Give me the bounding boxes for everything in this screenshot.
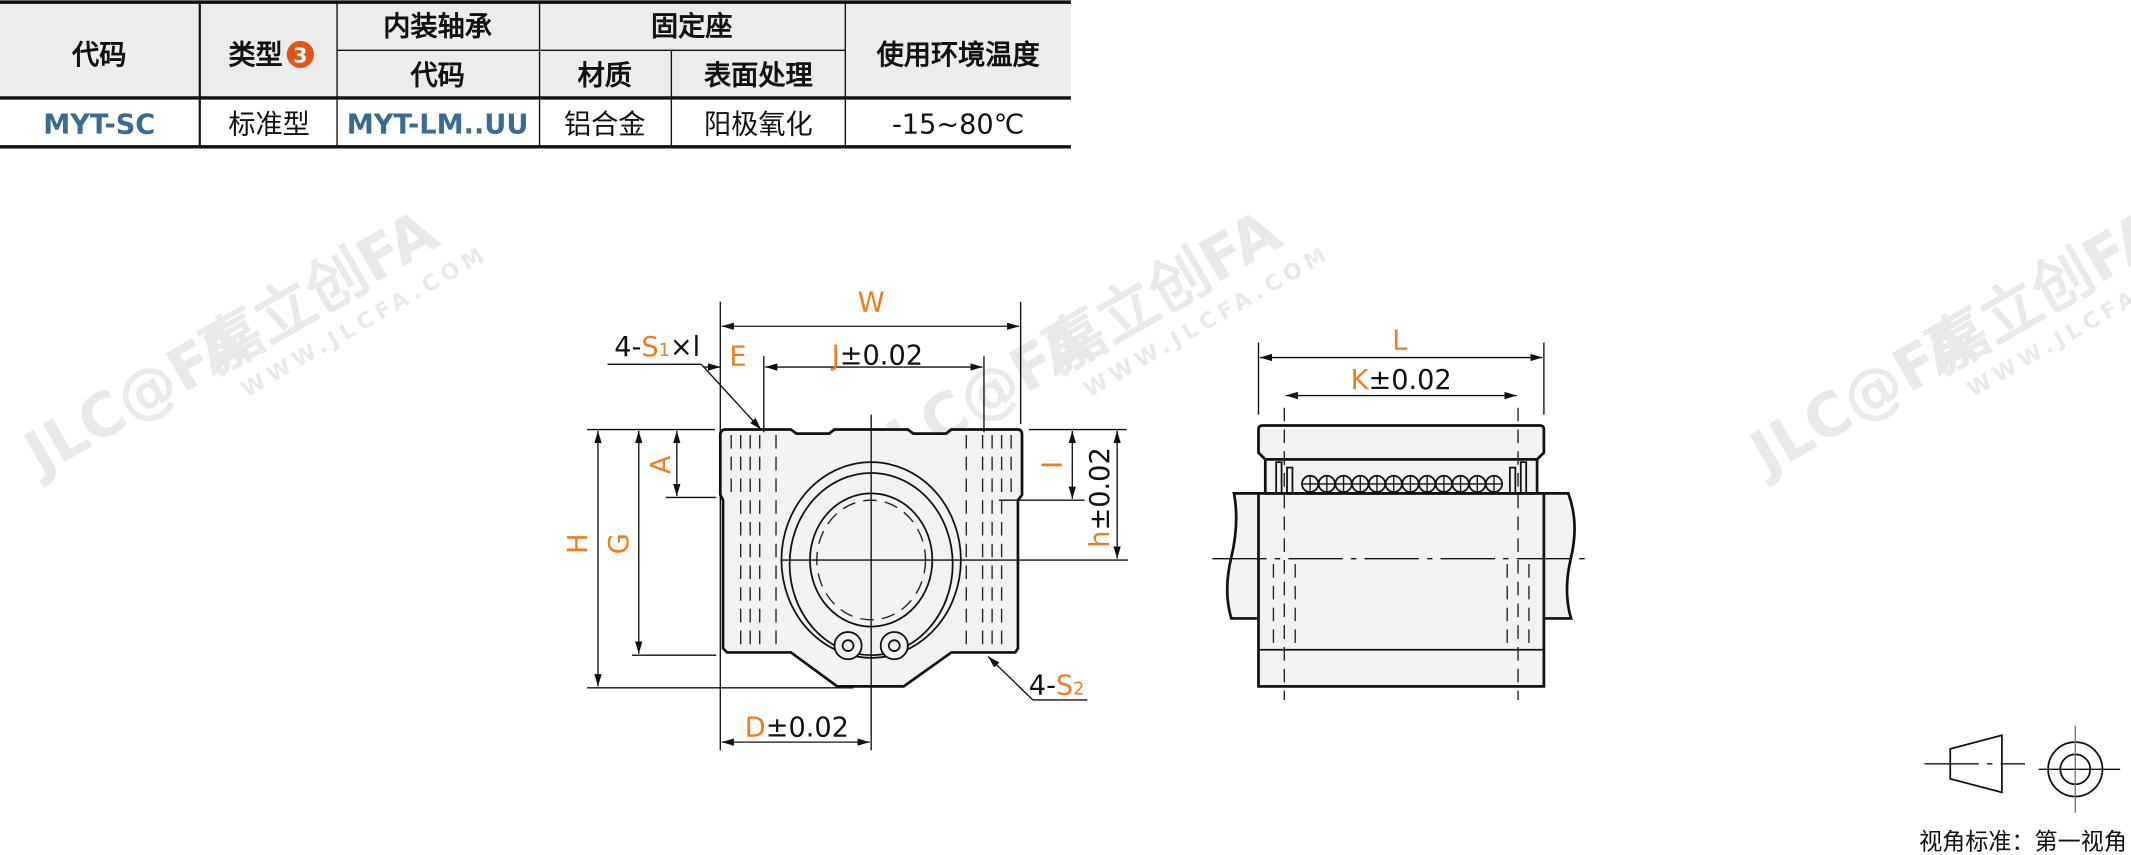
ball-cross bbox=[1385, 475, 1402, 493]
side-view: L K±0.02 bbox=[1212, 325, 1592, 700]
ball-cross bbox=[1469, 475, 1486, 493]
header-code: 代码 bbox=[71, 40, 126, 71]
ball-cross bbox=[1335, 475, 1352, 493]
header-bearing: 内装轴承 bbox=[383, 11, 492, 42]
header-type: 类型 bbox=[228, 40, 282, 71]
label-h: h±0.02 bbox=[1085, 447, 1116, 548]
header-material: 材质 bbox=[578, 60, 632, 91]
type-badge bbox=[286, 40, 314, 69]
ball-cross bbox=[1301, 475, 1319, 493]
retaining-holes bbox=[833, 631, 909, 661]
ball-cross bbox=[1435, 475, 1453, 493]
block-body bbox=[1257, 492, 1546, 688]
label-S2: 4-S2 bbox=[1029, 671, 1085, 702]
header-surface: 表面处理 bbox=[704, 60, 813, 91]
header-seat: 固定座 bbox=[651, 10, 733, 42]
cell-bearing-code: MYT-LM..UU bbox=[347, 109, 529, 140]
spec-table: 代码 类型 3 内装轴承 代码 固定座 材质 表面处理 使用环境温度 MYT-S… bbox=[0, 0, 1071, 149]
ball-cross bbox=[1318, 475, 1336, 493]
cell-surface: 阳极氧化 bbox=[704, 109, 813, 140]
front-view: W E J±0.02 4-S1×l H G A I h±0.02 D±0.02 … bbox=[563, 287, 1129, 751]
watermark: JLC@FA 嘉立创FA WWW.JLCFA.COM JLC@FA 嘉立创FA … bbox=[10, 197, 2131, 490]
ball-cross bbox=[1418, 475, 1436, 493]
header-temp: 使用环境温度 bbox=[876, 39, 1041, 71]
label-H: H bbox=[563, 533, 594, 553]
header-bearing-code: 代码 bbox=[409, 60, 464, 91]
type-badge-number: 3 bbox=[293, 44, 307, 68]
ball-cross bbox=[1402, 475, 1419, 493]
label-E: E bbox=[729, 342, 746, 373]
cone-icon bbox=[1949, 734, 2003, 794]
table-row: MYT-SC 标准型 MYT-LM..UU 铝合金 阳极氧化 -15~80℃ bbox=[43, 109, 1024, 140]
ball-cross bbox=[1368, 475, 1386, 493]
ball-cross bbox=[1485, 475, 1503, 493]
ball-cross bbox=[1352, 475, 1369, 493]
cell-code: MYT-SC bbox=[43, 109, 155, 140]
label-L: L bbox=[1392, 325, 1407, 356]
label-A: A bbox=[646, 455, 677, 474]
cell-material: 铝合金 bbox=[564, 109, 646, 140]
cell-type: 标准型 bbox=[228, 109, 310, 140]
leader-S2 bbox=[987, 656, 1034, 701]
block-top-cap bbox=[1257, 424, 1546, 461]
label-I: I bbox=[1037, 461, 1068, 469]
hidden-lines bbox=[730, 434, 1012, 652]
cell-temp: -15~80℃ bbox=[892, 109, 1024, 140]
seal-rings bbox=[1275, 461, 1528, 495]
projection-symbol: 视角标准：第一视角 bbox=[1919, 725, 2127, 855]
ball-cross bbox=[1452, 475, 1469, 493]
label-W: W bbox=[858, 287, 885, 318]
label-S1: 4-S1×l bbox=[614, 332, 700, 363]
leader-S1 bbox=[700, 363, 762, 430]
ball-row bbox=[1301, 474, 1504, 493]
label-J: J±0.02 bbox=[830, 340, 923, 371]
label-K: K±0.02 bbox=[1351, 365, 1452, 396]
projection-label: 视角标准：第一视角 bbox=[1919, 829, 2127, 855]
label-G: G bbox=[604, 533, 635, 554]
label-D: D±0.02 bbox=[745, 713, 849, 744]
